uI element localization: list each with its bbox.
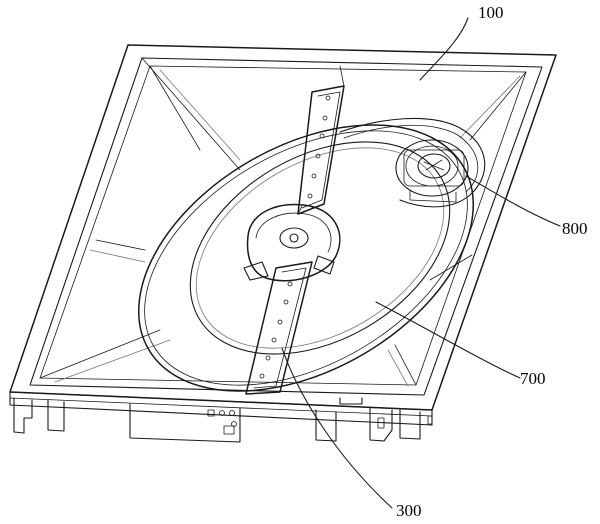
leader-drive	[465, 175, 561, 227]
ref-label-turntable: 700	[520, 369, 546, 388]
ref-label-drive: 800	[562, 219, 588, 238]
leader-housing	[419, 17, 469, 81]
ref-label-housing: 100	[478, 3, 504, 22]
ref-label-arm: 300	[396, 501, 422, 520]
leader-arm	[281, 347, 393, 509]
leader-lines	[281, 17, 561, 509]
housing-tray	[9, 44, 557, 443]
drive-unit	[339, 117, 486, 208]
spray-arm	[243, 65, 345, 395]
leader-turntable	[375, 301, 521, 379]
